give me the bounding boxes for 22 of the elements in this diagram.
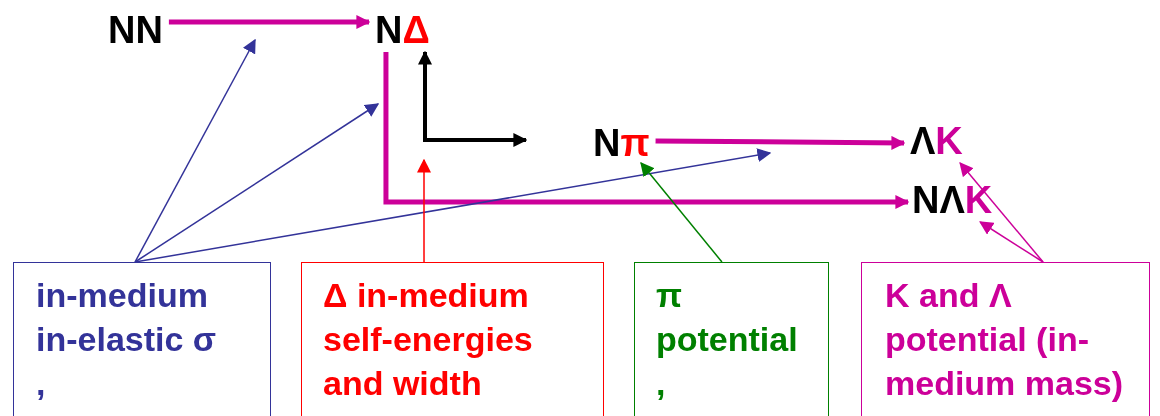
box-text: in-medium in-elastic σ , <box>36 275 218 404</box>
arrow <box>959 161 1044 263</box>
info-box <box>13 262 271 416</box>
arrow <box>383 52 910 209</box>
arrow <box>168 15 371 29</box>
particle-label: NN <box>108 10 163 50</box>
arrow <box>979 221 1044 263</box>
arrow <box>655 135 906 150</box>
info-box <box>634 262 829 416</box>
box-text: π potential , <box>656 275 799 404</box>
info-box <box>301 262 604 416</box>
particle-label: ΛK <box>910 121 963 161</box>
arrow <box>134 38 256 263</box>
box-text: Δ in-medium self-energies and width <box>323 275 534 404</box>
arrow <box>134 103 380 263</box>
arrow <box>417 158 431 263</box>
particle-label: NΔ <box>375 10 430 50</box>
info-box <box>861 262 1150 416</box>
box-text: K and Λ potential (in- medium mass) <box>885 275 1125 404</box>
particle-label: Nπ <box>593 123 650 163</box>
arrow <box>640 161 723 263</box>
particle-label: NΛK <box>912 180 993 220</box>
